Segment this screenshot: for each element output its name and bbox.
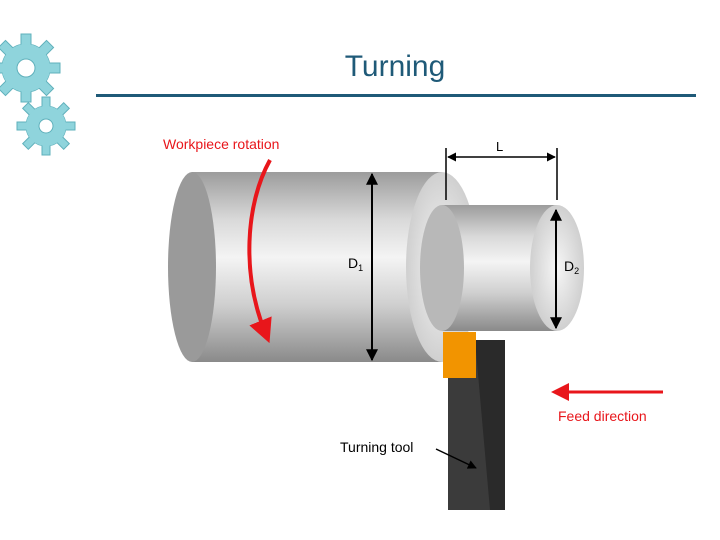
title-underline: [96, 94, 696, 97]
d2-subscript: 2: [574, 266, 579, 276]
d2-label: D2: [564, 258, 579, 276]
workpiece-large-cylinder: [168, 172, 478, 362]
rotation-arrow: [247, 159, 272, 344]
slide-title: Turning: [344, 50, 446, 83]
d2-letter: D: [564, 258, 574, 274]
d1-label: D1: [348, 255, 363, 273]
turning-tool-pointer: [435, 448, 477, 469]
turning-tool-label: Turning tool: [340, 439, 413, 455]
workpiece-rotation-label: Workpiece rotation: [163, 136, 279, 152]
gear-icon: [0, 33, 61, 103]
length-label: L: [496, 139, 503, 154]
d1-subscript: 1: [358, 263, 363, 273]
gear-icon: [16, 96, 76, 156]
turning-tool-shape: [443, 332, 505, 510]
feed-direction-label: Feed direction: [558, 408, 647, 424]
d1-letter: D: [348, 255, 358, 271]
workpiece-small-cylinder: [420, 205, 584, 331]
